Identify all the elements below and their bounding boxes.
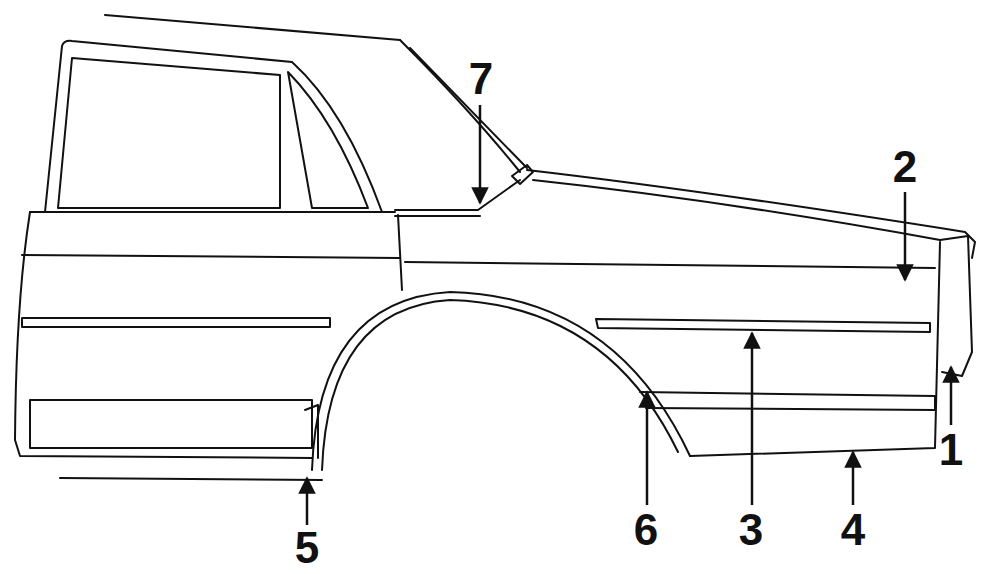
leader-line — [646, 392, 649, 505]
door-side-molding — [22, 318, 330, 327]
quarter-side-molding — [596, 319, 930, 332]
body-crease — [405, 262, 935, 268]
roof-line — [105, 15, 400, 40]
leader-line — [306, 478, 309, 525]
end-cap — [940, 236, 972, 376]
leader-line — [479, 105, 482, 203]
door-rear-edge — [398, 215, 402, 290]
leader-line — [751, 333, 754, 505]
door-outline — [15, 212, 312, 458]
callout-number: 6 — [634, 508, 658, 552]
leader-line — [852, 452, 855, 505]
belt-molding — [395, 180, 520, 210]
quarter-lower-molding — [640, 392, 935, 410]
callout-number: 2 — [893, 145, 917, 189]
pillar-line — [400, 40, 520, 172]
leader-line — [950, 367, 953, 425]
quarter-lower-edge — [690, 242, 940, 456]
body-crease — [22, 255, 400, 258]
door-lower-molding — [30, 400, 312, 448]
deck-edge — [533, 180, 940, 240]
wheel-arch-molding — [322, 300, 678, 470]
rocker-line — [60, 478, 322, 480]
callout-number: 1 — [939, 428, 963, 472]
pillar-molding — [410, 48, 527, 168]
callout-number: 4 — [841, 508, 865, 552]
callout-number: 3 — [739, 508, 763, 552]
leader-line — [904, 192, 907, 280]
wheel-arch — [312, 292, 690, 470]
arch-trim — [305, 405, 318, 458]
callout-number: 5 — [295, 526, 319, 570]
belt-molding-lower — [395, 215, 480, 217]
pillar-tip — [512, 165, 533, 184]
vent-glass — [288, 72, 368, 208]
belt-line — [30, 211, 395, 213]
door-frame — [45, 41, 382, 212]
callout-number: 7 — [469, 57, 493, 101]
door-glass — [58, 58, 280, 208]
